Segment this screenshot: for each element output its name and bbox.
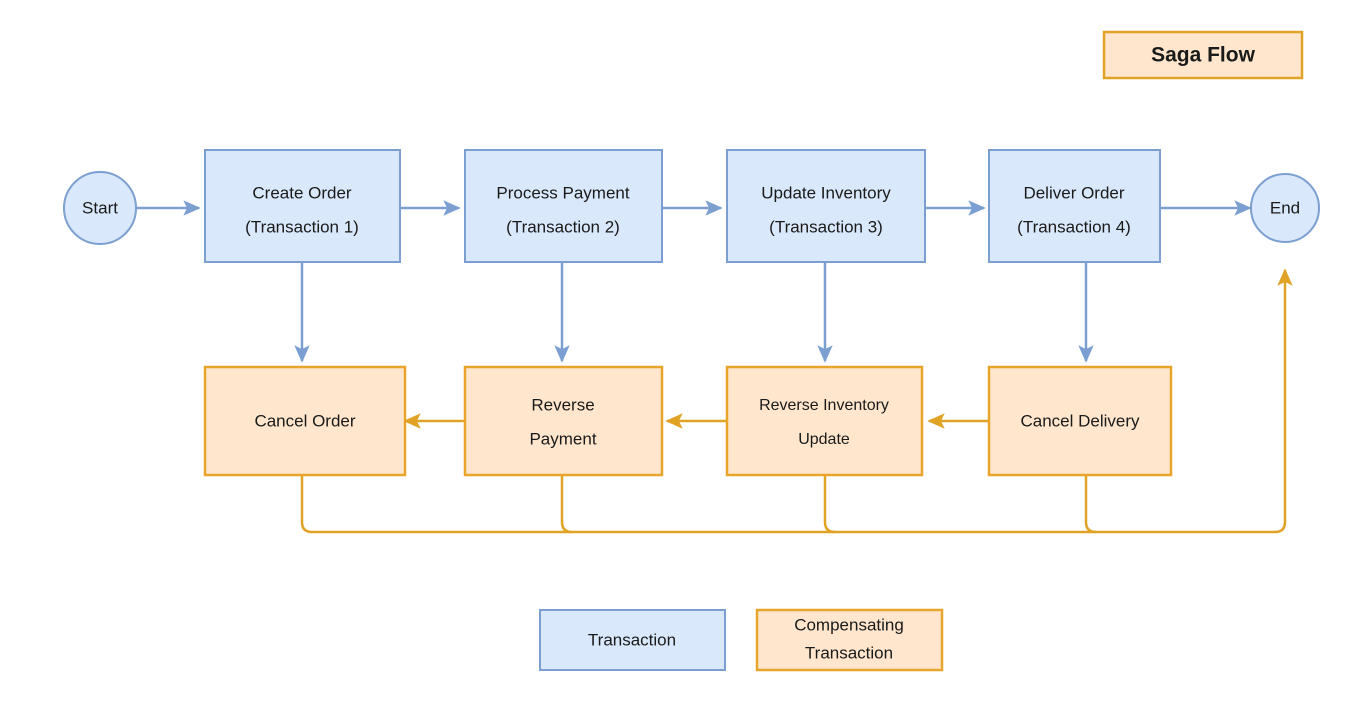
transaction-3-box	[726, 149, 926, 263]
title-text: Saga Flow	[1151, 44, 1256, 67]
compensation-4-box	[987, 365, 1173, 477]
title-badge: Saga Flow	[1102, 30, 1304, 80]
node-transaction-4[interactable]: Deliver Order (Transaction 4)	[988, 149, 1161, 263]
title-badge-box	[1102, 30, 1304, 80]
node-transaction-3[interactable]: Update Inventory (Transaction 3)	[726, 149, 926, 263]
transaction-1-line2: (Transaction 1)	[245, 217, 359, 236]
transaction-3-line1: Update Inventory	[761, 183, 891, 202]
node-transaction-1[interactable]: Create Order (Transaction 1)	[204, 149, 401, 263]
node-compensation-3[interactable]: Reverse Inventory Update	[725, 365, 924, 477]
node-compensation-2[interactable]: Reverse Payment	[463, 365, 664, 477]
rail-stub-c2	[560, 475, 573, 534]
node-compensation-1[interactable]: Cancel Order	[203, 365, 407, 477]
legend-transaction-swatch	[539, 609, 726, 671]
rail-stub-c3	[823, 475, 836, 534]
compensation-return-rail	[300, 268, 1293, 534]
transaction-1-box	[204, 149, 401, 263]
transaction-3-line2: (Transaction 3)	[769, 217, 883, 236]
start-label: Start	[82, 198, 118, 217]
transaction-1-line1: Create Order	[252, 183, 352, 202]
transaction-2-line1: Process Payment	[496, 183, 629, 202]
end-label: End	[1270, 198, 1300, 217]
compensation-3-line2: Update	[798, 431, 850, 448]
end-circle	[1250, 173, 1320, 243]
compensation-3-box	[725, 365, 924, 477]
compensation-1-line1: Cancel Order	[254, 411, 355, 430]
transaction-2-line2: (Transaction 2)	[506, 217, 620, 236]
compensation-2-line1: Reverse	[531, 395, 594, 414]
compensation-drop-edges	[294, 262, 1094, 363]
legend-transaction-label: Transaction	[588, 630, 676, 649]
node-start[interactable]: Start	[63, 171, 137, 245]
rail-main-path	[300, 268, 1293, 534]
rail-stub-c4	[1084, 475, 1097, 534]
legend-compensating-swatch	[755, 608, 944, 672]
transaction-4-line1: Deliver Order	[1023, 183, 1124, 202]
legend-compensating-label-line1: Compensating	[794, 615, 904, 634]
transaction-4-line2: (Transaction 4)	[1017, 217, 1131, 236]
legend-compensating-label-line2: Transaction	[805, 643, 893, 662]
legend-item-compensating: Compensating Transaction	[755, 608, 944, 672]
node-transaction-2[interactable]: Process Payment (Transaction 2)	[464, 149, 663, 263]
compensation-2-box	[463, 365, 664, 477]
compensation-1-box	[203, 365, 407, 477]
compensation-3-line1: Reverse Inventory	[759, 397, 889, 414]
start-circle	[63, 171, 137, 245]
legend-item-transaction: Transaction	[539, 609, 726, 671]
compensation-2-line2: Payment	[529, 429, 596, 448]
compensation-4-line1: Cancel Delivery	[1020, 411, 1140, 430]
transaction-4-box	[988, 149, 1161, 263]
node-compensation-4[interactable]: Cancel Delivery	[987, 365, 1173, 477]
transaction-2-box	[464, 149, 663, 263]
legend: Transaction Compensating Transaction	[539, 608, 944, 672]
node-end[interactable]: End	[1250, 173, 1320, 243]
